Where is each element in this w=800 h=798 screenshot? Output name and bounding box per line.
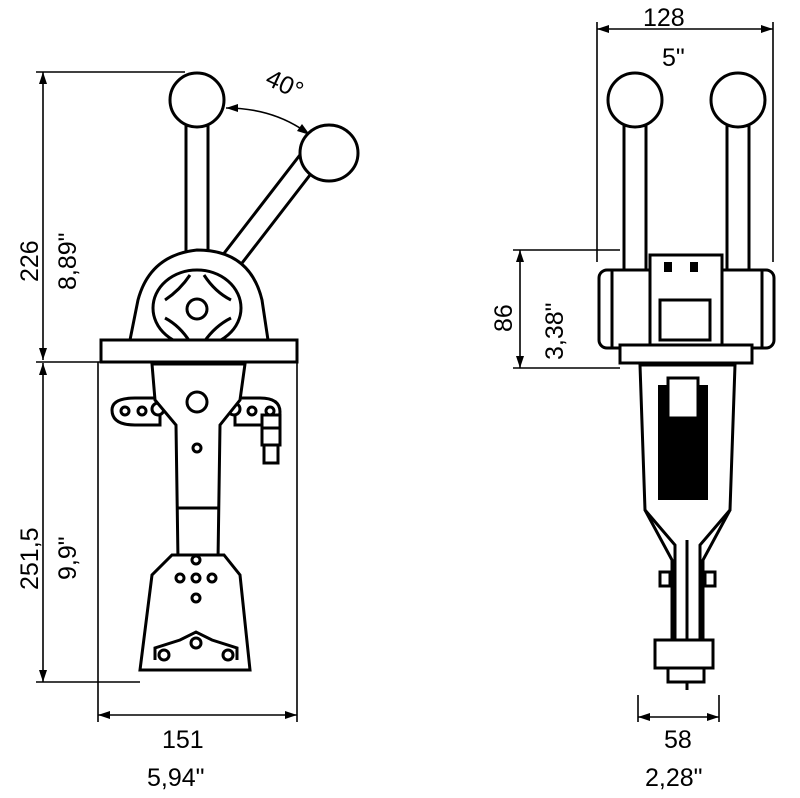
side-height-in: 3,38"	[541, 302, 569, 360]
angle-label: 40°	[261, 64, 307, 105]
side-top-dimension-line	[596, 22, 774, 262]
front-lower-mm: 251,5	[16, 527, 44, 590]
front-width-in: 5,94"	[147, 764, 205, 792]
foot-holes	[153, 554, 239, 662]
angle-arc	[225, 104, 311, 136]
cable-fitting	[260, 413, 282, 465]
side-view: 128 5" 86 3,38" 58 2,28"	[490, 4, 776, 792]
front-lower-in: 9,9"	[54, 536, 82, 580]
side-bottom-dimension-line	[637, 695, 720, 722]
foot-plate	[138, 553, 252, 672]
side-height-mm: 86	[490, 304, 518, 332]
side-top-in: 5"	[662, 44, 685, 72]
side-height-dimension-line	[513, 249, 620, 369]
front-width-mm: 151	[162, 726, 204, 754]
side-mechanism	[638, 363, 737, 690]
housing-dome	[128, 248, 270, 348]
side-housing	[597, 253, 776, 365]
front-upper-in: 8,89"	[54, 232, 82, 290]
front-upper-mm: 226	[16, 240, 44, 282]
upright-lever	[168, 71, 226, 270]
side-bottom-in: 2,28"	[645, 764, 703, 792]
front-horizontal-dimension-line	[97, 362, 298, 722]
front-vertical-dimension-lines	[36, 71, 185, 683]
front-view: 40° 226 8,89" 251,5 9,9" 151 5,94"	[16, 64, 360, 792]
base-plate	[99, 338, 299, 364]
side-bottom-mm: 58	[664, 726, 692, 754]
side-top-mm: 128	[643, 4, 685, 32]
side-levers	[606, 71, 767, 275]
